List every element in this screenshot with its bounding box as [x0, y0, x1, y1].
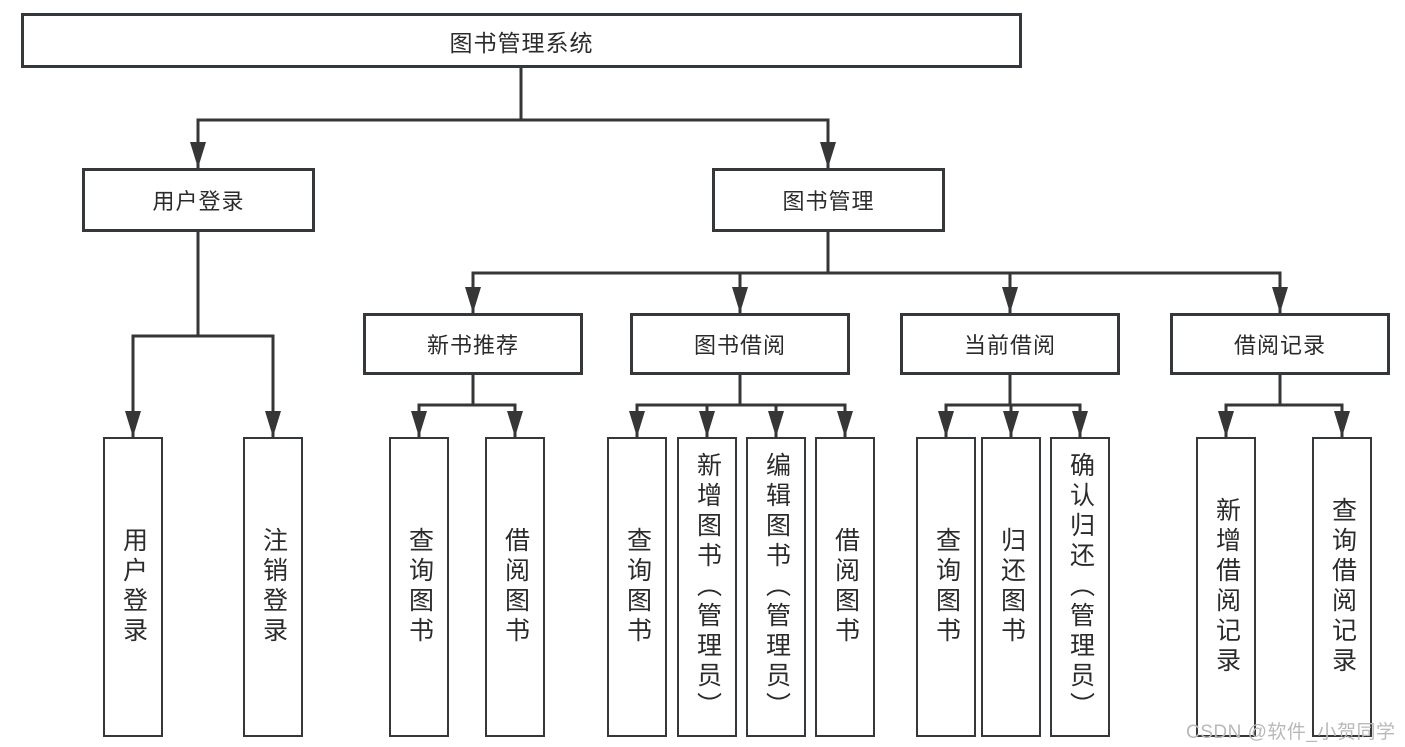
node-user-login: 用户登录	[82, 168, 315, 232]
leaf-label: 查询图书	[623, 527, 652, 647]
node-label: 当前借阅	[963, 333, 1056, 358]
node-library-management-system: 图书管理系统	[21, 13, 1022, 68]
leaf-add-borrow-record: 新增借阅记录	[1196, 437, 1256, 737]
leaf-add-books-admin: 新增图书（管理员）	[677, 437, 737, 737]
leaf-query-books-current: 查询图书	[916, 437, 976, 737]
current-borrowing-connectors	[938, 375, 1088, 437]
node-label: 图书管理系统	[449, 29, 594, 56]
leaf-logout: 注销登录	[243, 437, 303, 737]
leaf-query-books-recommend: 查询图书	[389, 437, 449, 737]
leaf-borrow-books-recommend: 借阅图书	[485, 437, 545, 737]
leaf-label: 注销登录	[259, 527, 288, 647]
node-label: 借阅记录	[1233, 333, 1326, 358]
leaf-label: 借阅图书	[831, 527, 860, 647]
leaf-query-books-borrowing: 查询图书	[607, 437, 667, 737]
leaf-confirm-return-admin: 确认归还（管理员）	[1050, 437, 1110, 737]
node-label: 新书推荐	[426, 333, 519, 358]
leaf-label: 查询图书	[405, 527, 434, 647]
node-book-management: 图书管理	[712, 168, 945, 232]
leaf-label: 确认归还（管理员）	[1066, 452, 1095, 722]
leaf-user-login: 用户登录	[103, 437, 163, 737]
root-connectors	[190, 68, 836, 168]
leaf-borrow-books: 借阅图书	[815, 437, 875, 737]
leaf-label: 查询图书	[932, 527, 961, 647]
book-management-connectors	[465, 232, 1288, 313]
leaf-label: 新增图书（管理员）	[693, 452, 722, 722]
node-label: 图书管理	[782, 189, 875, 214]
csdn-watermark: CSDN @软件_小贺同学	[1186, 722, 1396, 743]
node-book-borrowing: 图书借阅	[630, 313, 850, 375]
leaf-return-books: 归还图书	[981, 437, 1041, 737]
book-borrowing-connectors	[629, 375, 853, 437]
leaf-edit-books-admin: 编辑图书（管理员）	[746, 437, 806, 737]
leaf-query-borrow-record: 查询借阅记录	[1312, 437, 1372, 737]
node-label: 用户登录	[152, 189, 245, 214]
leaf-label: 归还图书	[997, 527, 1026, 647]
borrowing-records-connectors	[1218, 375, 1350, 437]
leaf-label: 新增借阅记录	[1212, 497, 1241, 677]
node-new-book-recommend: 新书推荐	[363, 313, 583, 375]
node-label: 图书借阅	[693, 333, 786, 358]
leaf-label: 用户登录	[119, 527, 148, 647]
node-borrowing-records: 借阅记录	[1170, 313, 1390, 375]
user-login-connectors	[125, 232, 281, 437]
leaf-label: 编辑图书（管理员）	[762, 452, 791, 722]
leaf-label: 借阅图书	[501, 527, 530, 647]
node-current-borrowing: 当前借阅	[900, 313, 1120, 375]
leaf-label: 查询借阅记录	[1328, 497, 1357, 677]
new-book-recommend-connectors	[411, 375, 523, 437]
